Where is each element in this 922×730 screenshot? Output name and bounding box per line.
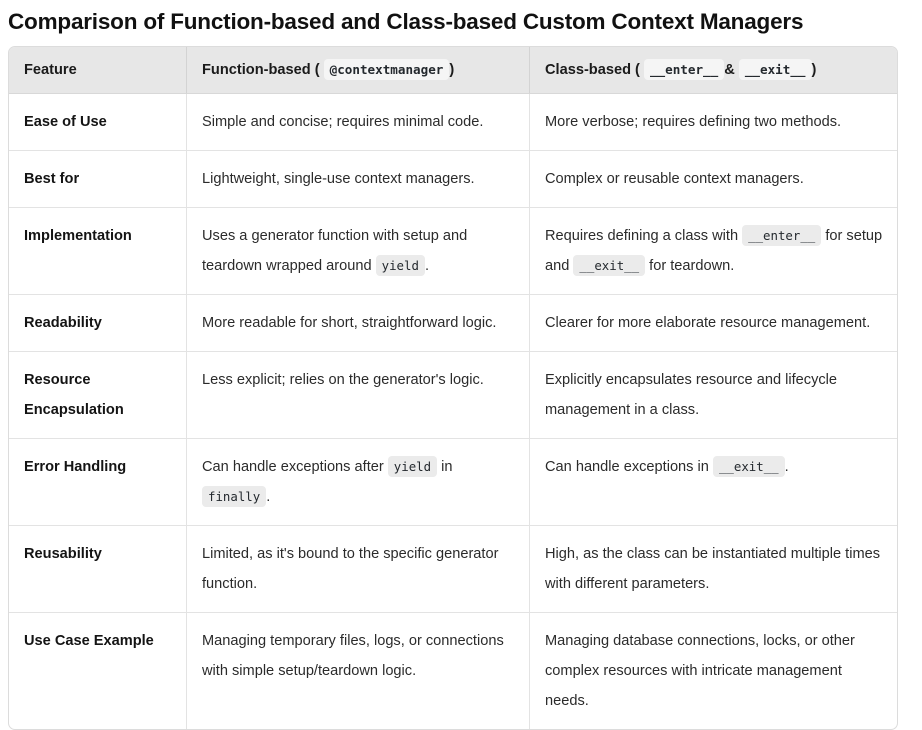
table-row: Best for Lightweight, single-use context… xyxy=(9,151,897,208)
page-root: Comparison of Function-based and Class-b… xyxy=(8,9,898,730)
page-title: Comparison of Function-based and Class-b… xyxy=(8,9,804,34)
code-yield: yield xyxy=(375,255,425,276)
comparison-table-container: Feature Function-based ( @contextmanager… xyxy=(8,46,898,730)
cell-function-based: Limited, as it's bound to the specific g… xyxy=(187,526,530,613)
cell-function-based: More readable for short, straightforward… xyxy=(187,295,530,352)
paren-open: ( xyxy=(310,62,320,78)
cell-class-based: Requires defining a class with __enter__… xyxy=(530,208,897,295)
cell-feature: Use Case Example xyxy=(9,613,187,729)
text-segment: Requires defining a class with xyxy=(545,228,739,244)
text-segment: . xyxy=(424,258,430,274)
cell-feature: Readability xyxy=(9,295,187,352)
table-row: Error Handling Can handle exceptions aft… xyxy=(9,439,897,526)
code-yield: yield xyxy=(387,456,438,477)
cell-feature: Error Handling xyxy=(9,439,187,526)
text-segment: in xyxy=(441,459,453,475)
cell-function-based: Uses a generator function with setup and… xyxy=(187,208,530,295)
paren-close: ) xyxy=(449,62,455,78)
cell-function-based: Can handle exceptions after yield in fin… xyxy=(187,439,530,526)
column-header-feature: Feature xyxy=(9,47,187,94)
code-exit-dunder: __exit__ xyxy=(712,456,785,477)
text-segment: for teardown. xyxy=(649,258,735,274)
cell-feature: Reusability xyxy=(9,526,187,613)
column-header-function-based: Function-based ( @contextmanager) xyxy=(187,47,530,94)
table-header: Feature Function-based ( @contextmanager… xyxy=(9,47,897,94)
column-header-function-based-label: Function-based xyxy=(202,62,311,78)
code-enter-dunder: __enter__ xyxy=(742,225,822,246)
paren-open: ( xyxy=(630,62,640,78)
table-row: Resource Encapsulation Less explicit; re… xyxy=(9,352,897,439)
code-exit-dunder: __exit__ xyxy=(573,255,646,276)
ampersand: & xyxy=(724,62,735,78)
column-header-feature-label: Feature xyxy=(24,62,77,78)
table-row: Use Case Example Managing temporary file… xyxy=(9,613,897,729)
cell-feature: Ease of Use xyxy=(9,94,187,151)
table-row: Ease of Use Simple and concise; requires… xyxy=(9,94,897,151)
cell-class-based: Managing database connections, locks, or… xyxy=(545,633,855,709)
cell-function-based: Less explicit; relies on the generator's… xyxy=(187,352,530,439)
paren-close: ) xyxy=(811,62,817,78)
text-segment: Uses a generator function with setup and… xyxy=(202,228,468,274)
cell-class-based: Clearer for more elaborate resource mana… xyxy=(530,295,897,352)
text-segment: Can handle exceptions after xyxy=(202,459,384,475)
comparison-table: Feature Function-based ( @contextmanager… xyxy=(8,46,898,730)
table-body: Ease of Use Simple and concise; requires… xyxy=(9,94,897,729)
code-contextmanager: @contextmanager xyxy=(323,59,450,80)
cell-class-based: Can handle exceptions in __exit__. xyxy=(530,439,897,526)
text-segment: for setup and xyxy=(545,228,883,274)
text-segment: . xyxy=(266,489,271,505)
column-header-class-based-label: Class-based xyxy=(545,62,631,78)
table-row: Implementation Uses a generator function… xyxy=(9,208,897,295)
cell-class-based: Complex or reusable context managers. xyxy=(530,151,897,208)
code-finally: finally xyxy=(202,486,267,507)
cell-class-based: High, as the class can be instantiated m… xyxy=(530,526,897,613)
text-segment: Can handle exceptions in xyxy=(545,459,709,475)
table-row: Readability More readable for short, str… xyxy=(9,295,897,352)
cell-class-based: More verbose; requires defining two meth… xyxy=(530,94,897,151)
text-segment: . xyxy=(784,459,789,475)
table-row: Reusability Limited, as it's bound to th… xyxy=(9,526,897,613)
code-enter-dunder: __enter__ xyxy=(643,59,725,80)
cell-function-based: Lightweight, single-use context managers… xyxy=(187,151,530,208)
table-header-row: Feature Function-based ( @contextmanager… xyxy=(9,47,897,94)
column-header-class-based: Class-based ( __enter__& __exit__) xyxy=(530,47,897,94)
cell-function-based: Managing temporary files, logs, or conne… xyxy=(187,613,530,729)
cell-class-based: Explicitly encapsulates resource and lif… xyxy=(530,352,897,439)
cell-feature: Best for xyxy=(9,151,187,208)
code-exit-dunder: __exit__ xyxy=(738,59,812,80)
cell-function-based: Simple and concise; requires minimal cod… xyxy=(187,94,530,151)
cell-feature: Implementation xyxy=(9,208,187,295)
cell-feature: Resource Encapsulation xyxy=(9,352,187,439)
